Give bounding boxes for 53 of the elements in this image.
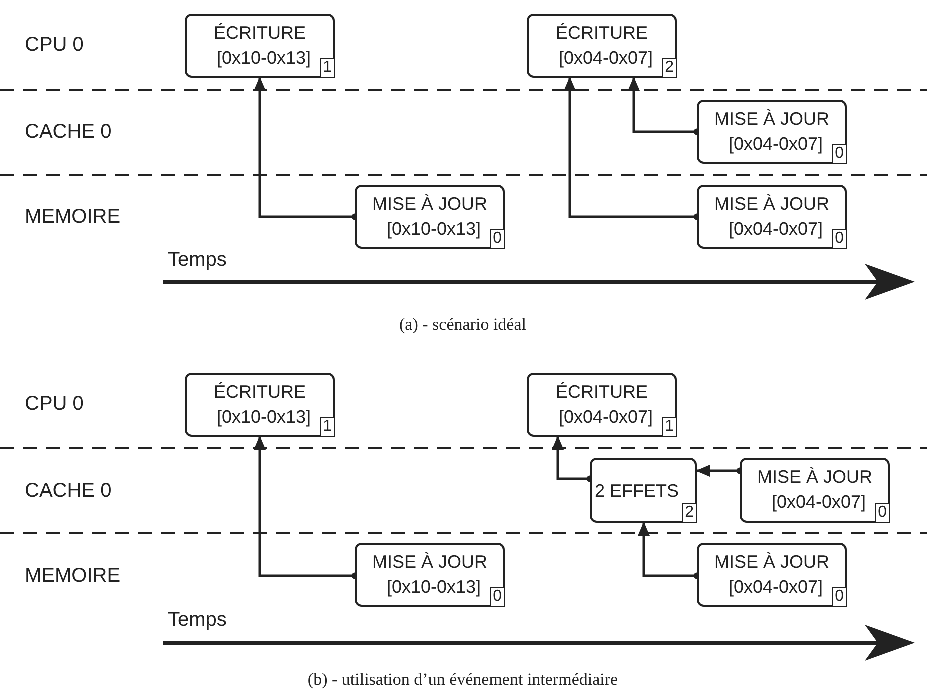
address-range: [0x04-0x07] bbox=[728, 576, 823, 598]
caption: (a) - scénario idéal bbox=[400, 315, 526, 335]
address-range: [0x10-0x13] bbox=[216, 47, 311, 69]
address-range: [0x10-0x13] bbox=[386, 218, 481, 240]
event-name: MISE À JOUR bbox=[371, 193, 488, 215]
event-name: MISE À JOUR bbox=[713, 551, 830, 573]
address-range: [0x04-0x07] bbox=[772, 491, 866, 513]
event-box bbox=[527, 14, 677, 78]
axis-label: Temps bbox=[168, 609, 227, 632]
event-box bbox=[697, 543, 847, 607]
index-number: 0 bbox=[490, 229, 505, 249]
event-name: MISE À JOUR bbox=[713, 108, 830, 130]
event-name: MISE À JOUR bbox=[371, 551, 488, 573]
lane-label: CPU 0 bbox=[25, 393, 84, 416]
index-number: 1 bbox=[662, 417, 677, 437]
event-box bbox=[355, 543, 505, 607]
index-number: 0 bbox=[875, 503, 890, 523]
index-number: 1 bbox=[320, 58, 335, 78]
index-number: 0 bbox=[832, 229, 847, 249]
lane-label: CPU 0 bbox=[25, 34, 84, 57]
lane-label: MEMOIRE bbox=[25, 565, 121, 588]
event-box bbox=[355, 185, 505, 249]
index-number: 0 bbox=[832, 587, 847, 607]
event-name: ÉCRITURE bbox=[554, 22, 649, 44]
event-name: ÉCRITURE bbox=[212, 22, 307, 44]
address-range: [0x04-0x07] bbox=[728, 133, 823, 155]
lane-label: MEMOIRE bbox=[25, 206, 121, 229]
event-box bbox=[697, 185, 847, 249]
index-number: 2 bbox=[662, 58, 677, 78]
caption: (b) - utilisation d’un événement intermédiaire bbox=[308, 670, 618, 690]
lane-label: CACHE 0 bbox=[25, 480, 112, 503]
address-range: [0x10-0x13] bbox=[386, 576, 481, 598]
event-box bbox=[590, 458, 697, 523]
event-name: MISE À JOUR bbox=[713, 193, 830, 215]
event-name: MISE À JOUR bbox=[756, 466, 874, 488]
event-box bbox=[740, 458, 890, 523]
address-range: [0x04-0x07] bbox=[558, 406, 653, 428]
event-box bbox=[527, 373, 677, 437]
event-box bbox=[697, 100, 847, 164]
axis-label: Temps bbox=[168, 249, 227, 272]
lane-label: CACHE 0 bbox=[25, 121, 112, 144]
address-range: [0x04-0x07] bbox=[558, 47, 653, 69]
index-number: 2 bbox=[682, 503, 697, 523]
event-name: 2 EFFETS bbox=[595, 480, 680, 502]
index-number: 0 bbox=[832, 144, 847, 164]
index-number: 1 bbox=[320, 417, 335, 437]
event-name: ÉCRITURE bbox=[554, 381, 649, 403]
address-range: [0x04-0x07] bbox=[728, 218, 823, 240]
address-range: [0x10-0x13] bbox=[216, 406, 311, 428]
event-name: ÉCRITURE bbox=[212, 381, 307, 403]
index-number: 0 bbox=[490, 587, 505, 607]
event-box bbox=[185, 373, 335, 437]
event-box bbox=[185, 14, 335, 78]
